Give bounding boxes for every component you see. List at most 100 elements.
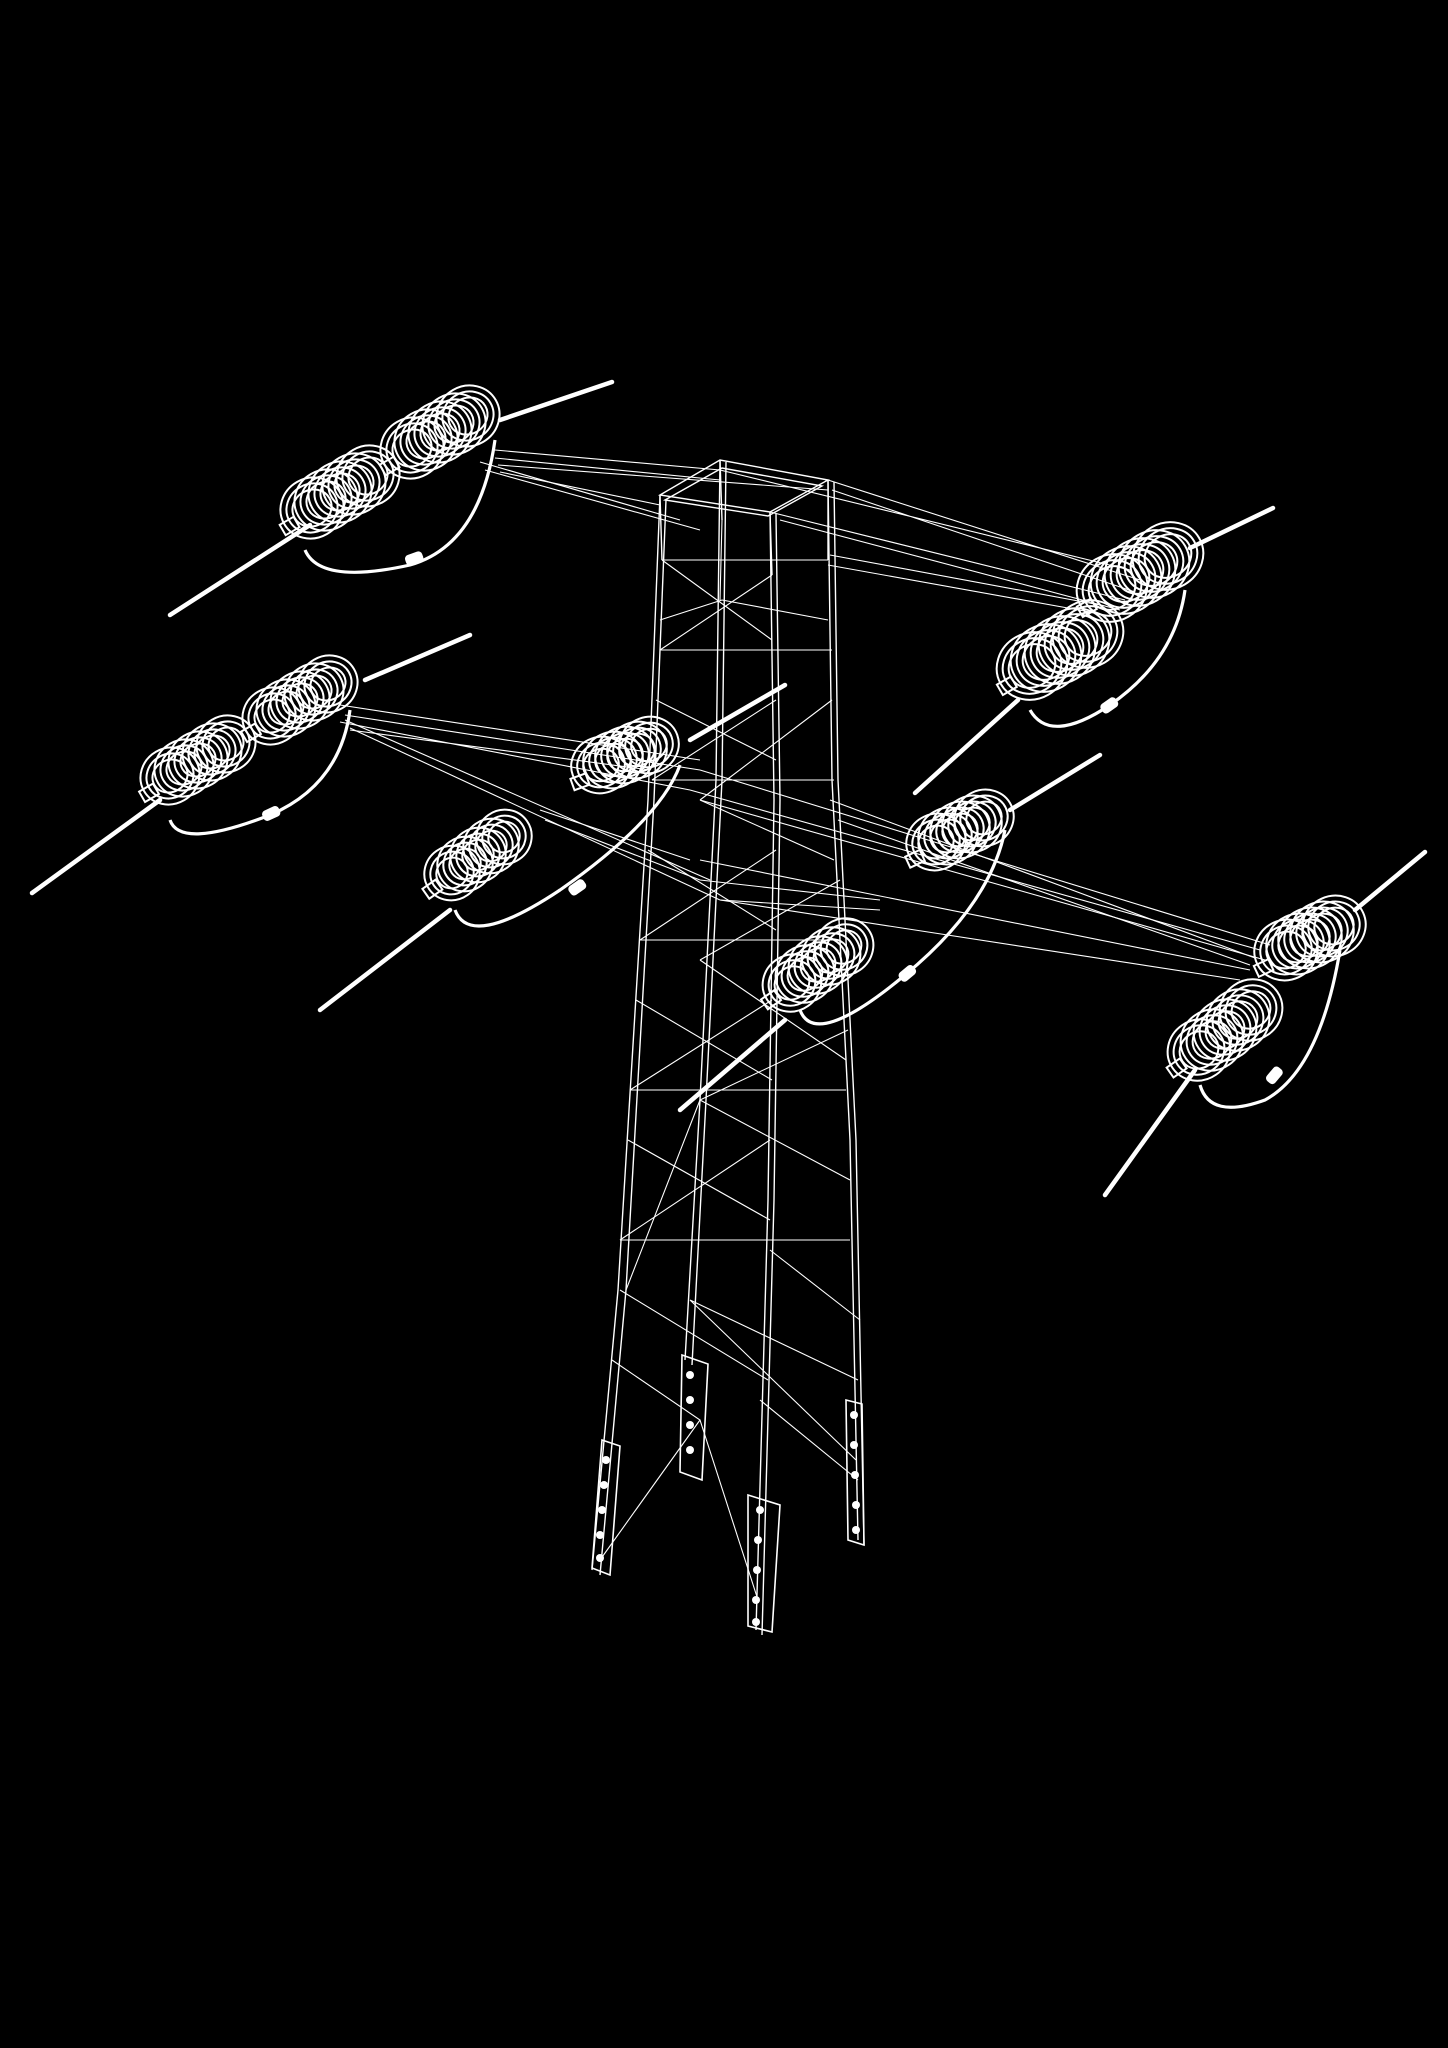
insulator-disc bbox=[1029, 621, 1091, 679]
conductor-inner-left-b bbox=[687, 682, 788, 743]
conductor-top-left-b bbox=[497, 379, 615, 423]
insulator-disc bbox=[1131, 521, 1205, 591]
insulator-disc bbox=[413, 406, 467, 458]
insulator-disc bbox=[953, 788, 1015, 848]
insulator-disc bbox=[947, 800, 997, 848]
insulator-disc bbox=[1301, 894, 1367, 958]
conductor-mid-left-a bbox=[29, 797, 163, 896]
insulator-disc bbox=[423, 844, 481, 902]
insulator-disc bbox=[612, 726, 662, 774]
insulator-disc bbox=[173, 736, 223, 784]
insulator-disc bbox=[953, 806, 991, 842]
conductor-inner-right-a bbox=[677, 1017, 788, 1113]
insulator-fitting bbox=[759, 988, 783, 1011]
insulator-disc bbox=[1115, 549, 1165, 595]
insulator-disc bbox=[935, 806, 985, 854]
crossarm-top bbox=[479, 449, 1141, 613]
insulator-disc bbox=[1049, 619, 1099, 665]
insulator-disc bbox=[441, 390, 495, 442]
insulator-disc bbox=[1179, 1008, 1245, 1072]
insulator-disc bbox=[576, 741, 626, 789]
conductors bbox=[29, 379, 1428, 1198]
insulator-disc bbox=[787, 935, 849, 995]
insulator-disc bbox=[588, 736, 638, 784]
conductor-lower-right-a bbox=[1102, 1067, 1198, 1198]
insulator-disc bbox=[1009, 623, 1083, 693]
insulator-disc bbox=[297, 654, 359, 714]
insulator-disc bbox=[941, 812, 979, 848]
insulator-fitting bbox=[239, 722, 263, 744]
tower-footings bbox=[591, 1353, 865, 1634]
insulator-disc bbox=[1129, 541, 1179, 587]
insulator-disc bbox=[1037, 607, 1111, 677]
insulator-disc bbox=[487, 820, 521, 854]
jumper-inner-left bbox=[453, 764, 682, 928]
insulator-disc bbox=[1289, 900, 1355, 964]
insulator-disc bbox=[995, 631, 1069, 701]
insulator-disc bbox=[481, 814, 527, 860]
insulator-disc bbox=[283, 662, 345, 722]
insulator-disc bbox=[1043, 613, 1105, 671]
insulator-disc bbox=[299, 474, 353, 526]
insulator-disc bbox=[289, 668, 339, 716]
insulator-disc bbox=[1035, 627, 1085, 673]
insulator-disc bbox=[475, 808, 533, 866]
insulator-disc bbox=[1081, 559, 1143, 617]
insulator-inner-left-a bbox=[421, 808, 533, 902]
insulator-disc bbox=[285, 482, 339, 534]
insulator-disc bbox=[1218, 978, 1284, 1042]
insulator-disc bbox=[1057, 605, 1119, 663]
insulator-disc bbox=[1230, 990, 1272, 1030]
insulator-disc bbox=[313, 466, 367, 518]
insulator-disc bbox=[327, 458, 381, 510]
insulator-disc bbox=[1166, 1018, 1232, 1082]
insulator-disc bbox=[436, 835, 494, 893]
insulator-disc bbox=[1283, 912, 1337, 964]
insulator-disc bbox=[462, 817, 520, 875]
insulator-disc bbox=[819, 923, 869, 971]
conductor-top-left-a bbox=[167, 522, 313, 618]
insulator-fitting bbox=[569, 772, 591, 792]
insulator-strings bbox=[137, 384, 1367, 1082]
insulator-disc bbox=[449, 826, 507, 884]
insulator-disc bbox=[630, 727, 668, 763]
insulator-disc bbox=[1001, 637, 1063, 695]
insulator-disc bbox=[1117, 529, 1191, 599]
insulator-disc bbox=[965, 800, 1003, 836]
insulator-disc bbox=[624, 721, 674, 769]
insulator-top-left-b bbox=[378, 384, 501, 480]
insulator-disc bbox=[399, 414, 453, 466]
insulator-disc bbox=[959, 794, 1009, 842]
insulator-disc bbox=[385, 422, 439, 474]
insulator-disc bbox=[393, 408, 459, 472]
insulator-disc bbox=[917, 806, 979, 866]
insulator-fitting bbox=[1165, 1057, 1188, 1079]
insulator-fitting bbox=[278, 515, 301, 537]
insulator-fitting bbox=[421, 878, 444, 901]
insulator-disc bbox=[1015, 629, 1077, 687]
insulator-disc bbox=[303, 660, 353, 708]
insulator-disc bbox=[435, 384, 501, 448]
insulator-disc bbox=[1192, 998, 1258, 1062]
insulator-top-right-a bbox=[995, 599, 1125, 701]
insulator-disc bbox=[1205, 988, 1271, 1052]
insulator-disc bbox=[618, 715, 680, 775]
insulator-disc bbox=[455, 832, 501, 878]
tower-bracing bbox=[599, 519, 861, 1601]
conductor-top-right-a bbox=[912, 697, 1021, 796]
insulator-disc bbox=[187, 728, 237, 776]
insulator-disc bbox=[309, 666, 347, 702]
jumper-spacers bbox=[262, 551, 1283, 1085]
crossarm-middle bbox=[339, 704, 1271, 981]
insulator-top-left-a bbox=[278, 444, 401, 540]
insulator-fitting bbox=[137, 782, 161, 804]
insulator-disc bbox=[1313, 906, 1355, 946]
insulator-disc bbox=[929, 800, 991, 860]
insulator-disc bbox=[1301, 912, 1343, 952]
insulator-disc bbox=[421, 392, 487, 456]
insulator-disc bbox=[1103, 537, 1177, 607]
insulator-fitting bbox=[1252, 957, 1275, 979]
insulator-inner-left-top bbox=[569, 715, 680, 795]
insulator-disc bbox=[1051, 599, 1125, 669]
